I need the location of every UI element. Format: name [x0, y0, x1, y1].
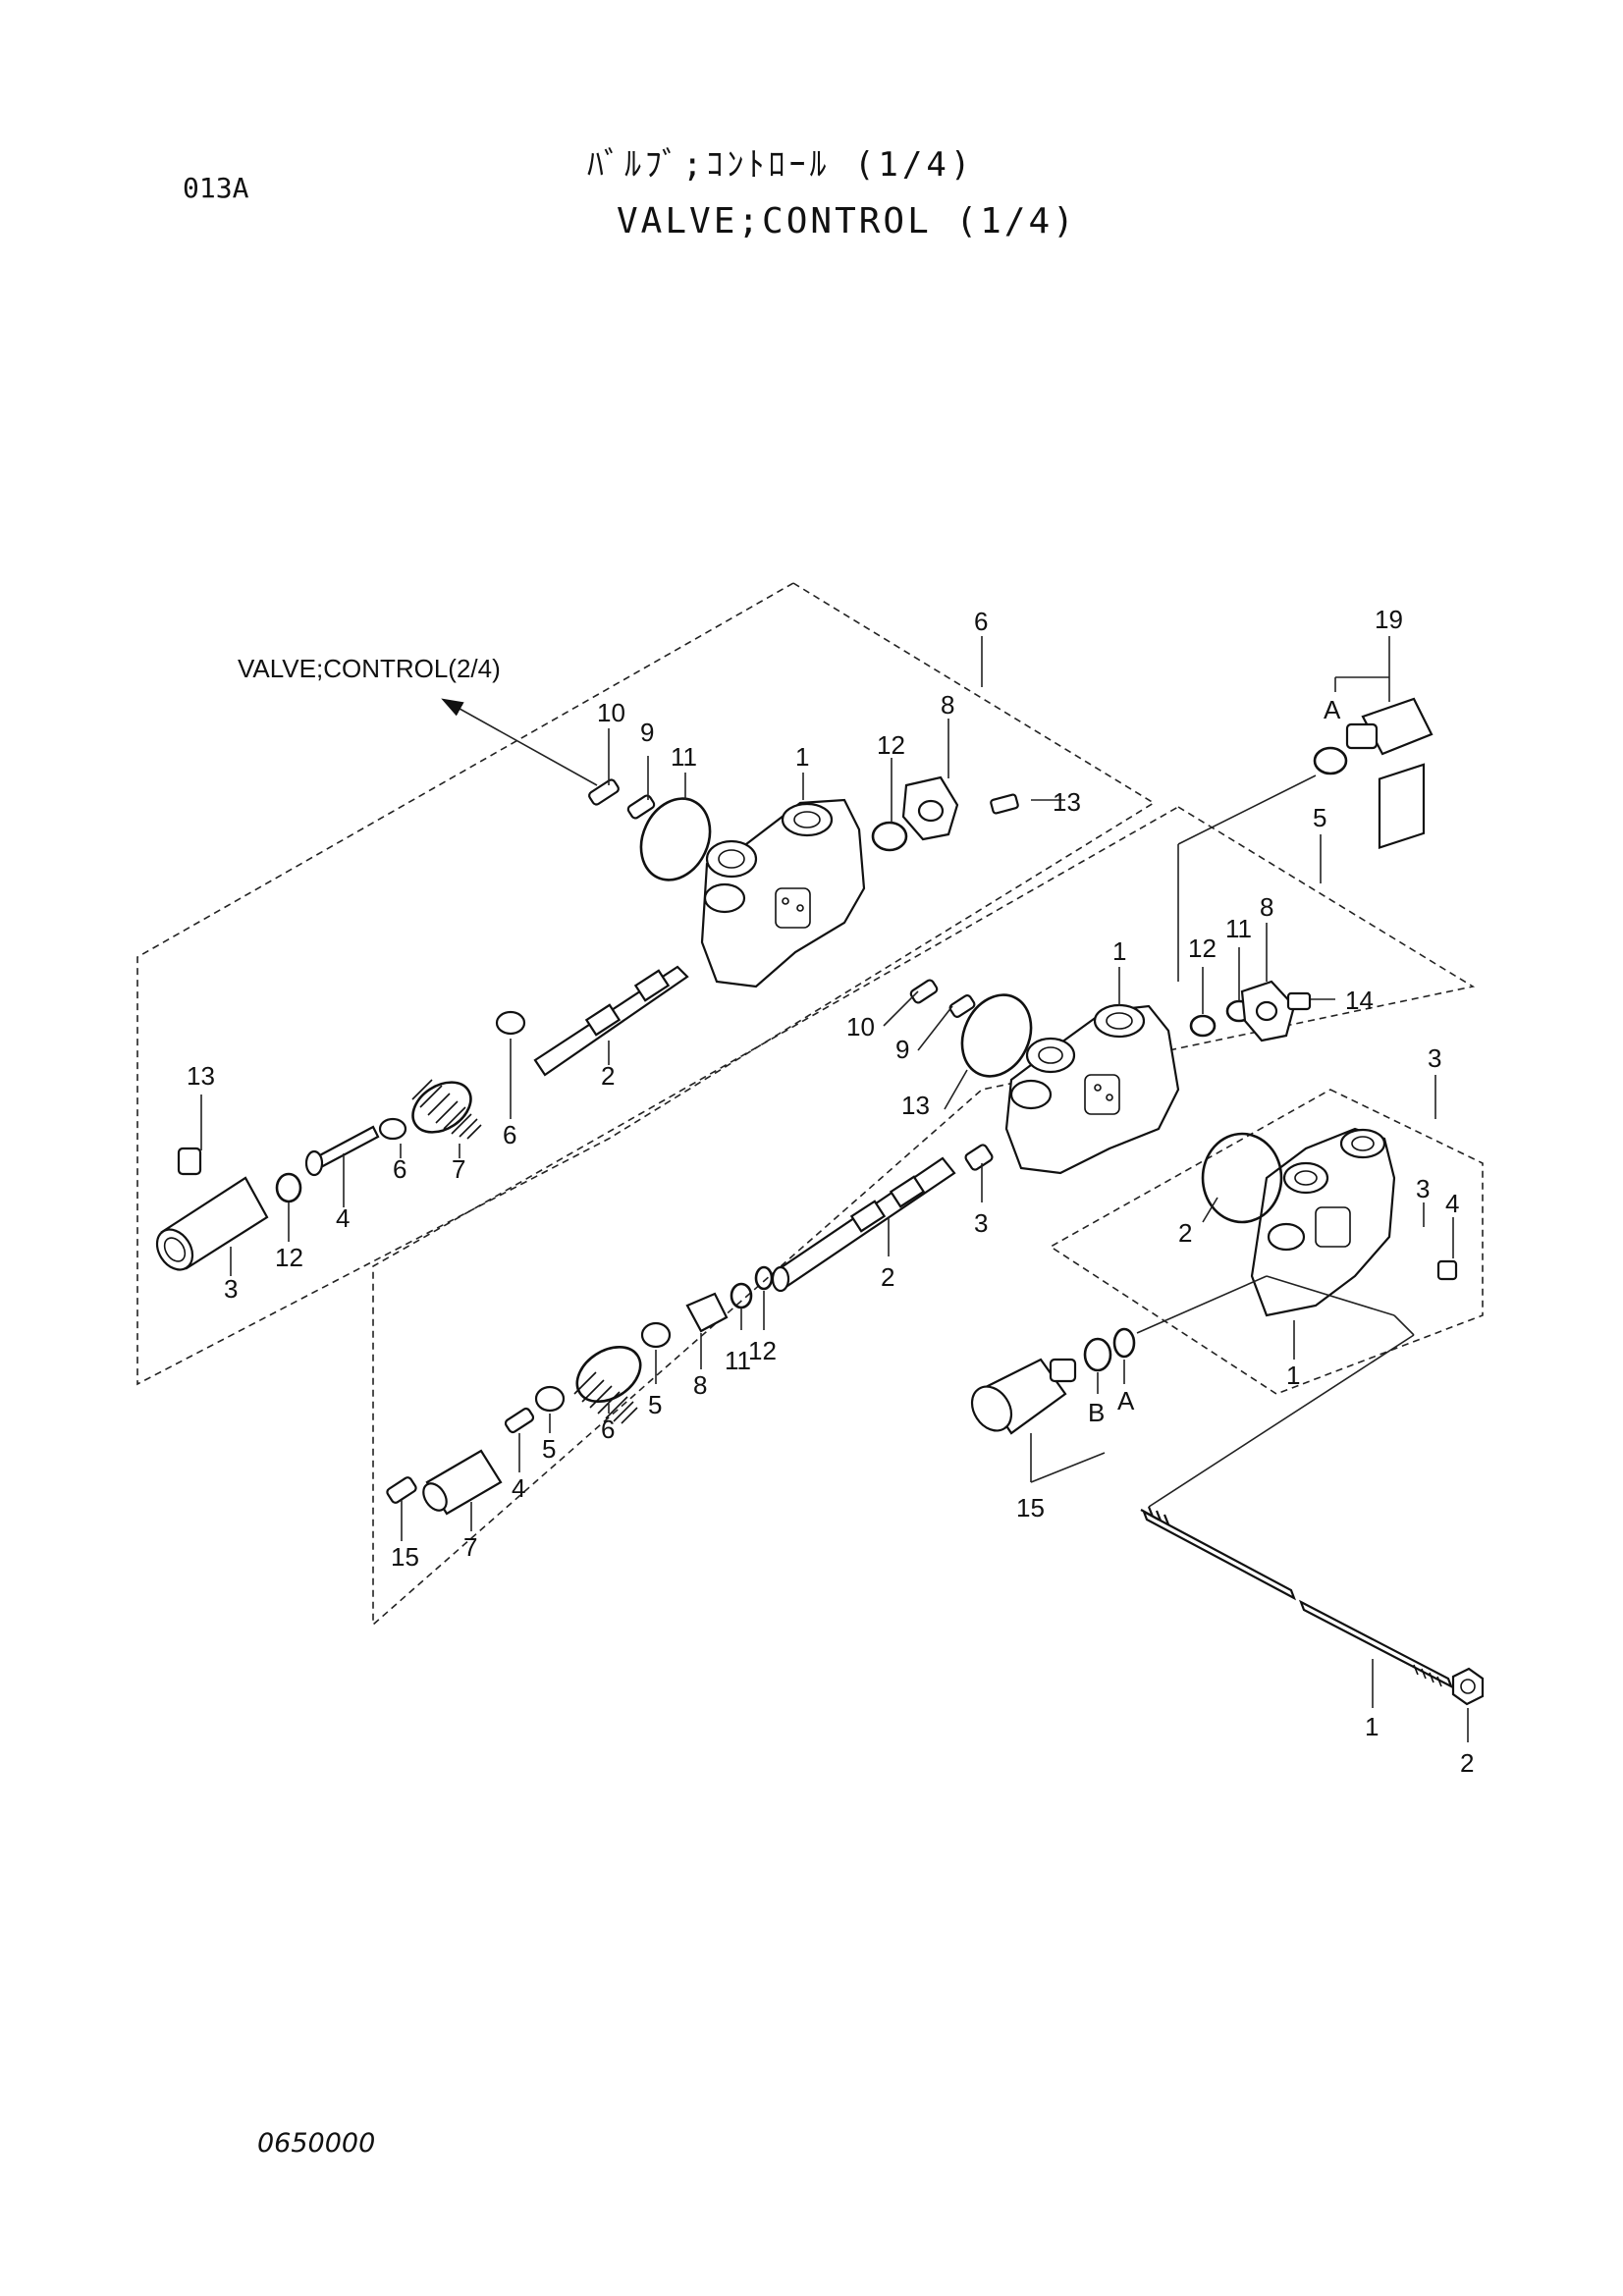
title-english: VALVE;CONTROL (1/4)	[617, 201, 1077, 241]
leaders-bolt	[1372, 1659, 1469, 1742]
valve-body-mid	[1004, 1003, 1180, 1175]
leaders-right	[1202, 1075, 1454, 1360]
label-top-6b: 6	[393, 1154, 406, 1184]
label-nut-2: 2	[1460, 1748, 1474, 1778]
label-mid-14: 14	[1345, 986, 1374, 1015]
label-top-4: 4	[336, 1203, 350, 1233]
plate-right-3	[1378, 763, 1426, 849]
label-mid-8: 8	[1260, 892, 1273, 922]
screw-right-4	[1436, 1259, 1458, 1281]
oring-B	[1083, 1337, 1112, 1372]
label-top-13a: 13	[1053, 787, 1081, 817]
label-mid-2: 2	[881, 1262, 894, 1292]
label-right-1: 1	[1286, 1361, 1300, 1390]
leaders-15	[1030, 1275, 1415, 1483]
label-top-10: 10	[597, 698, 625, 727]
oring-right-2	[1201, 1132, 1283, 1224]
label-assy-5: 5	[1313, 803, 1326, 832]
oring-A-bottom	[1112, 1327, 1136, 1359]
label-bolt-1: 1	[1365, 1712, 1379, 1741]
label-mid-13: 13	[901, 1091, 930, 1120]
title-japanese: ﾊﾞﾙﾌﾞ;ｺﾝﾄﾛｰﾙ (1/4)	[587, 145, 975, 185]
label-top-13b: 13	[187, 1061, 215, 1091]
label-top-1: 1	[795, 742, 809, 772]
small-parts-top	[177, 775, 1019, 1203]
label-top-12b: 12	[275, 1243, 303, 1272]
spring-top	[411, 1079, 482, 1140]
label-15: 15	[1016, 1493, 1045, 1522]
valve-body-right	[1250, 1127, 1396, 1317]
cap-3-top	[155, 1176, 269, 1271]
label-right-3: 3	[1416, 1174, 1430, 1203]
label-19: 19	[1375, 605, 1403, 634]
label-A-bottom: A	[1117, 1386, 1135, 1415]
label-right-2: 2	[1178, 1218, 1192, 1248]
spool-mid	[771, 1156, 956, 1293]
label-mid-4: 4	[512, 1473, 525, 1503]
label-mid-6: 6	[601, 1415, 615, 1444]
label-top-8: 8	[941, 690, 954, 720]
relief-valve-15	[970, 1358, 1077, 1435]
leaders-top	[200, 636, 1065, 1276]
spring-mid	[573, 1345, 642, 1424]
spool-top	[533, 965, 689, 1077]
plug-19	[1345, 697, 1434, 756]
reference-arrow	[441, 698, 598, 786]
label-mid-15: 15	[391, 1542, 419, 1572]
label-top-3: 3	[224, 1274, 238, 1304]
label-mid-5b: 5	[542, 1434, 556, 1464]
valve-body-top	[700, 798, 866, 988]
tie-bolt-1	[1140, 1334, 1454, 1689]
label-mid-11: 11	[1225, 914, 1252, 943]
label-top-7: 7	[452, 1154, 465, 1184]
label-mid-10: 10	[846, 1012, 875, 1041]
label-top-9: 9	[640, 718, 654, 747]
label-mid-1: 1	[1112, 936, 1126, 966]
label-B: B	[1088, 1398, 1105, 1427]
spring-seat-top	[378, 1010, 526, 1141]
small-parts-mid	[386, 979, 1312, 1516]
assembly-6-boundary	[136, 582, 1156, 1386]
leaders-mid	[401, 834, 1335, 1541]
oring-A-top	[1313, 746, 1348, 775]
label-top-11: 11	[671, 742, 697, 772]
label-assy-3: 3	[1428, 1043, 1441, 1073]
assembly-5-boundary	[372, 806, 1476, 1627]
label-mid-12: 12	[1188, 934, 1217, 963]
page-code: 013A	[183, 172, 249, 204]
label-assy-6: 6	[974, 607, 988, 636]
label-A-top: A	[1324, 695, 1341, 724]
label-top-12: 12	[877, 730, 905, 760]
label-mid-12b: 12	[748, 1336, 777, 1365]
label-right-4: 4	[1445, 1189, 1459, 1218]
label-top-6a: 6	[503, 1120, 516, 1149]
label-mid-3: 3	[974, 1208, 988, 1238]
label-mid-7: 7	[463, 1532, 477, 1562]
label-mid-5a: 5	[648, 1390, 662, 1419]
nut-2	[1451, 1667, 1485, 1706]
label-mid-11b: 11	[725, 1346, 751, 1375]
reference-label: VALVE;CONTROL(2/4)	[238, 654, 501, 683]
drawing-number: 0650000	[257, 2128, 376, 2159]
label-mid-8b: 8	[693, 1370, 707, 1400]
bolt-4-top	[304, 1125, 380, 1177]
assembly-3-boundary	[1049, 1089, 1484, 1395]
leaders-19	[1177, 636, 1390, 982]
label-top-2: 2	[601, 1061, 615, 1091]
label-mid-9: 9	[895, 1035, 909, 1064]
